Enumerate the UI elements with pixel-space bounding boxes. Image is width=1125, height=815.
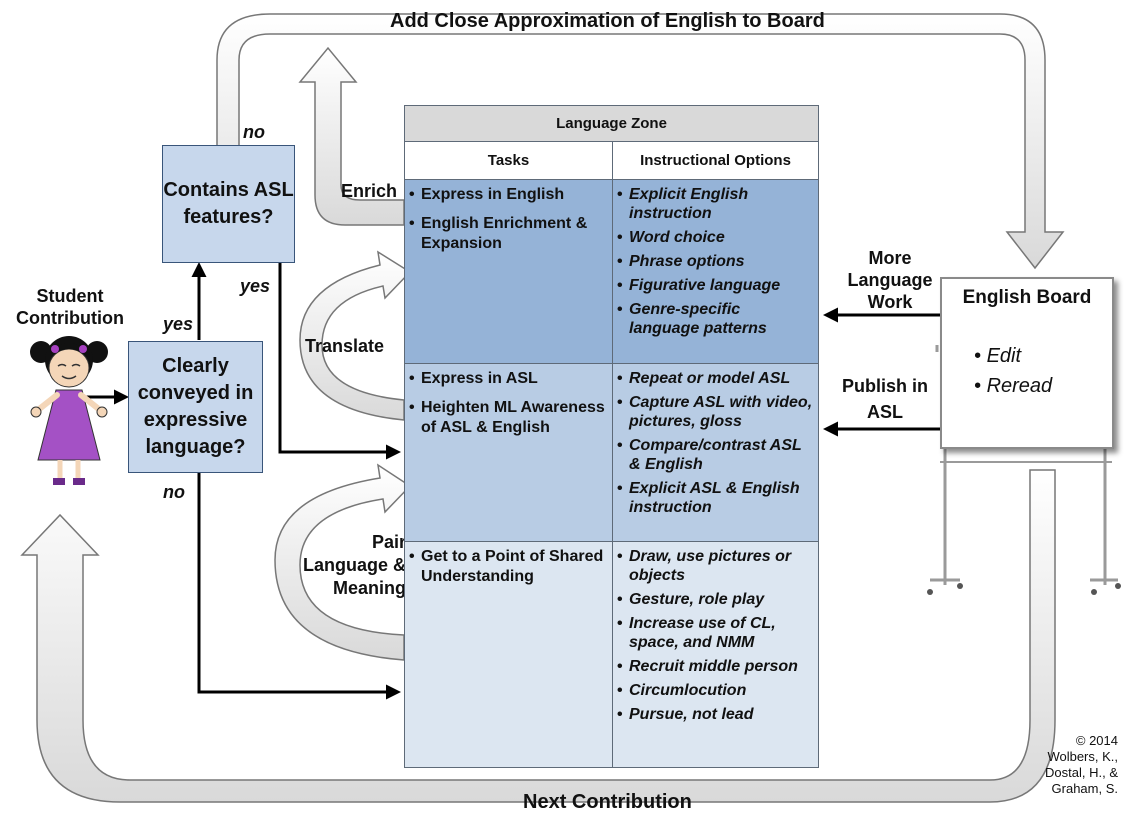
tasks-asl: Express in ASL Heighten ML Awareness of … bbox=[404, 363, 613, 542]
option-item: Increase use of CL, space, and NMM bbox=[617, 614, 814, 652]
task-item: Express in English bbox=[409, 185, 608, 205]
bottom-loop-arrow bbox=[20, 469, 1056, 803]
copyright-note: © 2014 Wolbers, K., Dostal, H., & Graham… bbox=[1045, 733, 1118, 796]
option-item: Draw, use pictures or objects bbox=[617, 547, 814, 585]
language-zone-table: Language Zone Tasks Instructional Option… bbox=[404, 105, 819, 768]
label-yes-1: yes bbox=[163, 314, 194, 334]
student-label: Student Contribution bbox=[16, 286, 124, 328]
top-arrow-label: Add Close Approximation of English to Bo… bbox=[390, 10, 825, 32]
board-title: English Board bbox=[962, 287, 1092, 308]
board-stand bbox=[930, 345, 1118, 585]
pair-arrow bbox=[274, 463, 412, 661]
col-options-header: Instructional Options bbox=[612, 141, 819, 180]
decision-asl-features: Contains ASL features? bbox=[162, 145, 295, 263]
label-publish: Publish in ASL bbox=[841, 376, 928, 422]
option-item: Circumlocution bbox=[617, 681, 814, 700]
option-item: Recruit middle person bbox=[617, 657, 814, 676]
label-no-1: no bbox=[243, 122, 265, 142]
option-item: Explicit English instruction bbox=[617, 185, 814, 223]
option-item: Explicit ASL & English instruction bbox=[617, 479, 814, 517]
tasks-english: Express in English English Enrichment & … bbox=[404, 179, 613, 364]
option-item: Gesture, role play bbox=[617, 590, 814, 609]
options-english: Explicit English instruction Word choice… bbox=[612, 179, 819, 364]
option-item: Pursue, not lead bbox=[617, 705, 814, 724]
task-item: Get to a Point of Shared Understanding bbox=[409, 547, 608, 587]
label-translate: Translate bbox=[305, 336, 385, 356]
board-item: • Edit bbox=[974, 345, 1022, 367]
option-item: Capture ASL with video, pictures, gloss bbox=[617, 393, 814, 431]
board-item: • Reread bbox=[974, 375, 1053, 397]
option-item: Word choice bbox=[617, 228, 814, 247]
decision-clearly-conveyed: Clearly conveyed in expressive language? bbox=[128, 341, 263, 473]
option-item: Compare/contrast ASL & English bbox=[617, 436, 814, 474]
label-enrich: Enrich bbox=[341, 181, 398, 201]
zone-title: Language Zone bbox=[404, 105, 819, 142]
tasks-shared-understanding: Get to a Point of Shared Understanding bbox=[404, 541, 613, 768]
label-more-work: More Language Work bbox=[847, 248, 933, 312]
english-board: English Board • Edit • Reread bbox=[940, 277, 1114, 449]
option-item: Figurative language bbox=[617, 276, 814, 295]
options-asl: Repeat or model ASL Capture ASL with vid… bbox=[612, 363, 819, 542]
option-item: Phrase options bbox=[617, 252, 814, 271]
option-item: Genre-specific language patterns bbox=[617, 300, 814, 338]
task-item: Heighten ML Awareness of ASL & English bbox=[409, 398, 608, 438]
options-shared-understanding: Draw, use pictures or objects Gesture, r… bbox=[612, 541, 819, 768]
student-girl-icon bbox=[30, 336, 108, 485]
label-yes-2: yes bbox=[240, 276, 271, 296]
arrow-no-to-understanding bbox=[197, 472, 401, 700]
label-pair: Pair Language & Meaning bbox=[302, 532, 406, 598]
bottom-arrow-label: Next Contribution bbox=[523, 791, 692, 813]
label-no-2: no bbox=[163, 482, 185, 502]
enrich-arrow bbox=[298, 46, 405, 226]
task-item: English Enrichment & Expansion bbox=[409, 214, 608, 254]
task-item: Express in ASL bbox=[409, 369, 608, 389]
translate-arrow bbox=[299, 250, 412, 421]
option-item: Repeat or model ASL bbox=[617, 369, 814, 388]
top-loop-arrow bbox=[216, 13, 1065, 270]
col-tasks-header: Tasks bbox=[404, 141, 613, 180]
arrow-yes-to-asl-row bbox=[278, 263, 401, 460]
